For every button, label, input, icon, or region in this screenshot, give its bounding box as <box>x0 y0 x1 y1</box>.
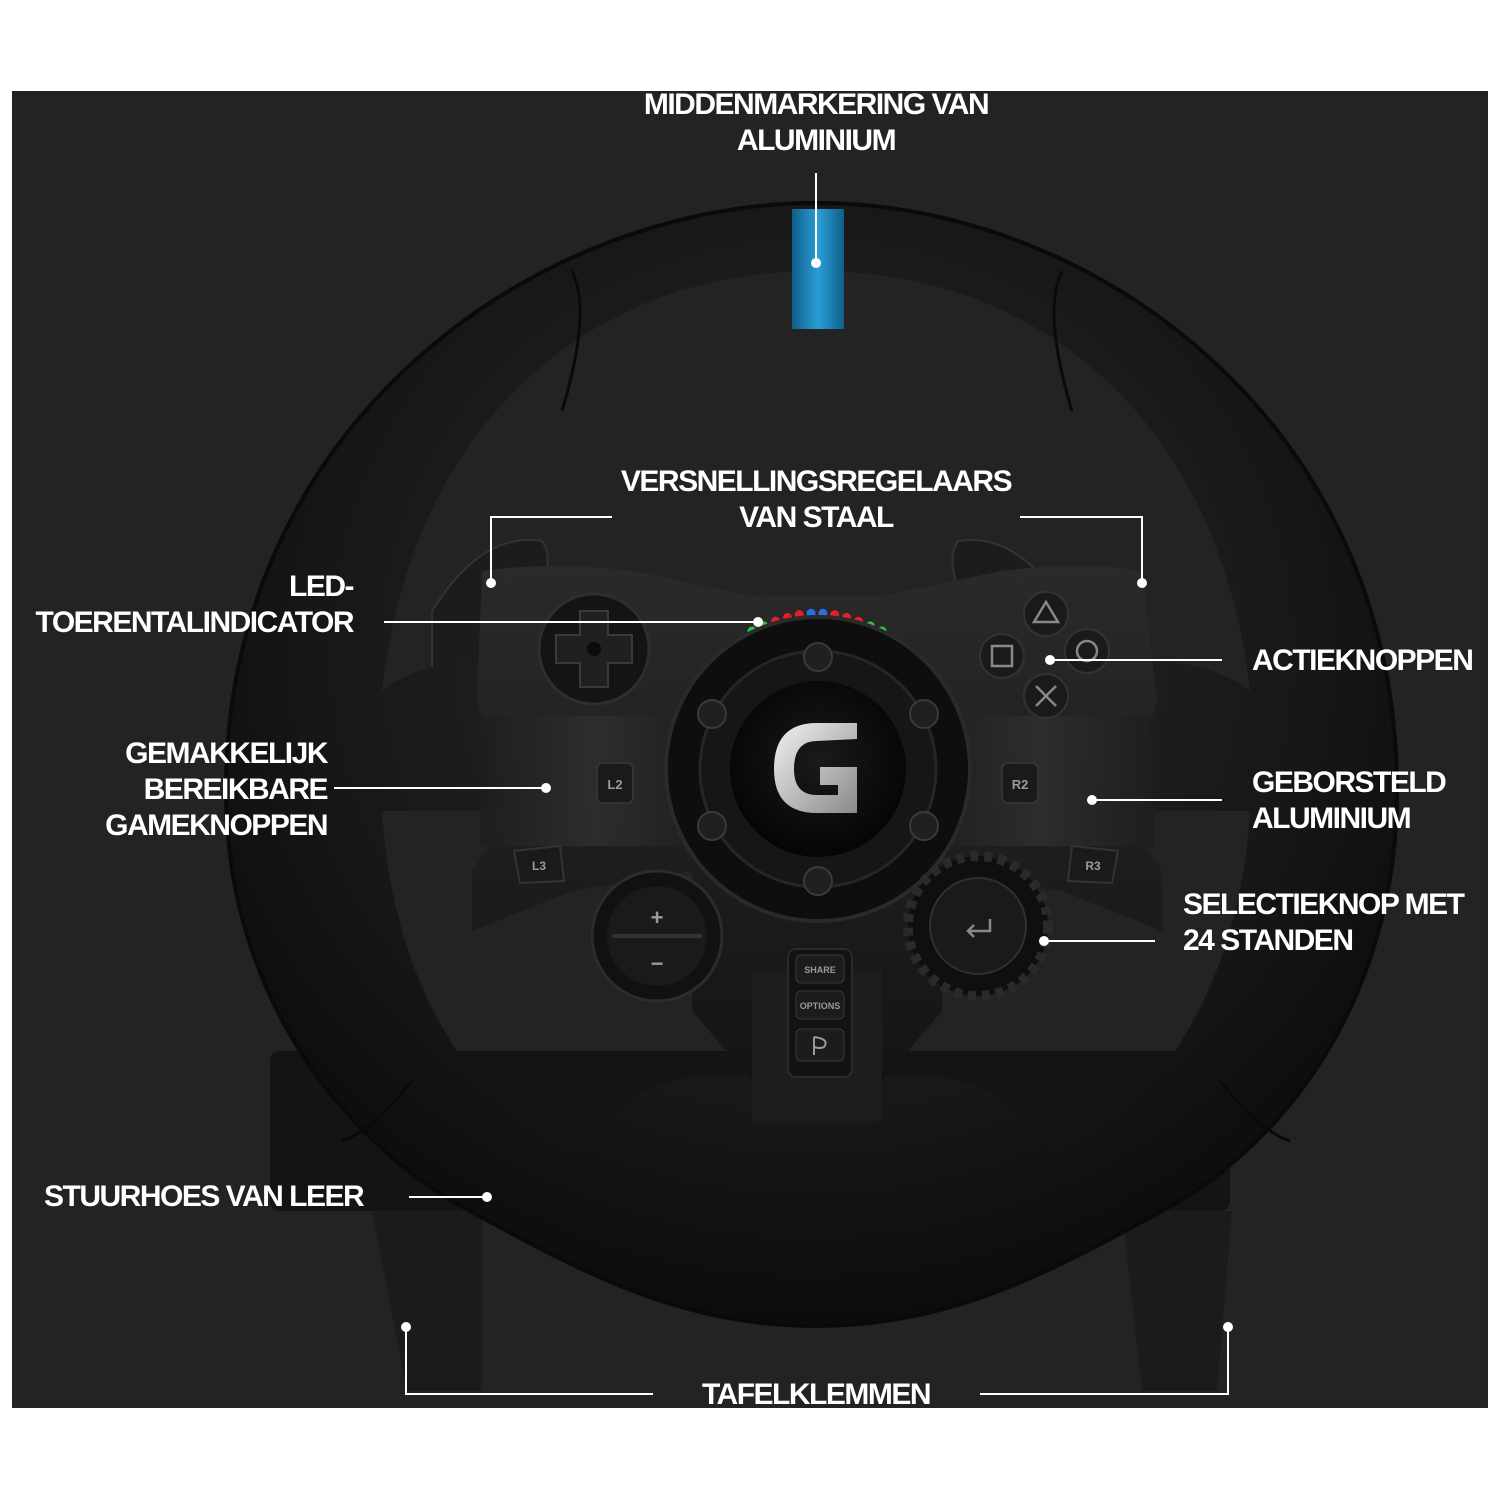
r2-button[interactable]: R2 <box>1001 762 1039 804</box>
right-table-clamp <box>1122 1211 1232 1391</box>
label-center-marker: MIDDENMARKERING VAN ALUMINIUM <box>643 91 990 157</box>
label-selection-dial: SELECTIEKNOP MET 24 STANDEN <box>1183 888 1465 957</box>
svg-text:R2: R2 <box>1012 777 1029 792</box>
action-buttons <box>979 591 1110 719</box>
svg-text:R3: R3 <box>1085 859 1101 873</box>
svg-text:−: − <box>651 951 664 976</box>
svg-text:L2: L2 <box>607 777 622 792</box>
svg-text:L3: L3 <box>532 859 546 873</box>
cross-icon[interactable] <box>1023 673 1069 719</box>
share-button[interactable]: SHARE <box>795 954 845 984</box>
steering-wheel-illustration: L2 R2 L3 R3 + − <box>223 200 1400 1391</box>
enter-icon <box>966 919 992 938</box>
svg-text:SHARE: SHARE <box>804 965 836 975</box>
l3-button[interactable]: L3 <box>512 844 566 885</box>
svg-text:OPTIONS: OPTIONS <box>800 1001 841 1011</box>
options-button[interactable]: OPTIONS <box>795 990 845 1020</box>
left-table-clamp <box>372 1211 482 1391</box>
label-shifters: VERSNELLINGSREGELAARS VAN STAAL <box>620 465 1013 534</box>
svg-text:+: + <box>651 905 664 930</box>
label-brushed-aluminium: GEBORSTELD ALUMINIUM <box>1252 766 1447 835</box>
l2-button[interactable]: L2 <box>596 762 634 804</box>
triangle-icon[interactable] <box>1023 591 1069 637</box>
callout-lines <box>334 173 1233 1395</box>
square-icon[interactable] <box>979 633 1025 679</box>
label-table-clamps: TAFELKLEMMEN <box>701 1378 932 1408</box>
label-action-buttons: ACTIEKNOPPEN <box>1252 644 1474 677</box>
selection-dial[interactable] <box>903 851 1053 1001</box>
logitech-g-logo <box>774 723 857 813</box>
hub-bolts <box>697 642 939 896</box>
share-options-ps-group: SHARE OPTIONS <box>787 948 853 1078</box>
hub <box>664 615 972 923</box>
label-leather-cover: STUURHOES VAN LEER <box>44 1180 365 1213</box>
playstation-icon[interactable] <box>795 1028 845 1062</box>
label-game-buttons: GEMAKKELIJK BEREIKBARE GAMEKNOPPEN <box>105 737 328 842</box>
center-marker <box>792 209 844 329</box>
plus-minus-rocker[interactable]: + − <box>590 869 724 1003</box>
product-image: L2 R2 L3 R3 + − <box>12 91 1488 1408</box>
r3-button[interactable]: R3 <box>1066 844 1120 885</box>
circle-icon[interactable] <box>1064 628 1110 674</box>
label-led-indicator: LED- TOERENTALINDICATOR <box>35 570 355 639</box>
